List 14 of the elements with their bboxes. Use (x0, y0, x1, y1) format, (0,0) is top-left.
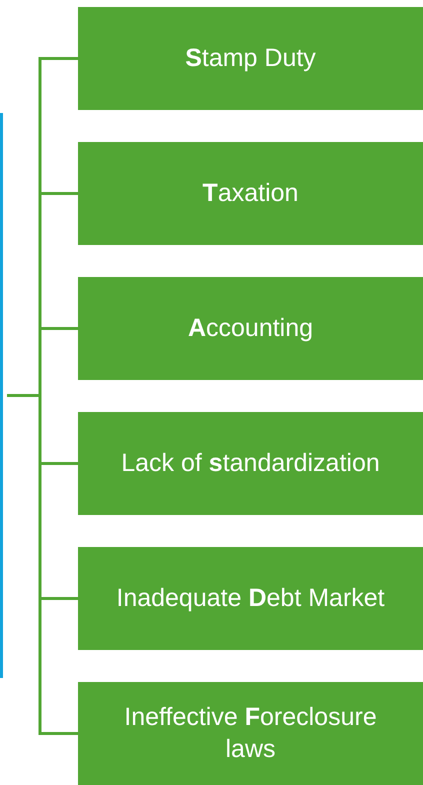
category-box (78, 7, 423, 110)
category-label: Accounting (188, 312, 314, 344)
bracket-connector (7, 394, 78, 735)
category-box (78, 142, 423, 245)
category-label: Stamp Duty (185, 42, 316, 74)
vertical-bar (0, 113, 3, 678)
category-label: Taxation (202, 178, 298, 209)
category-label: Lack of standardization (121, 448, 380, 479)
category-box (78, 412, 423, 515)
category-box (78, 682, 423, 785)
category-label: Ineffective Foreclosure laws (123, 702, 378, 764)
category-box (78, 547, 423, 650)
category-box (78, 277, 423, 380)
category-label: Inadequate Debt Market (116, 582, 385, 614)
